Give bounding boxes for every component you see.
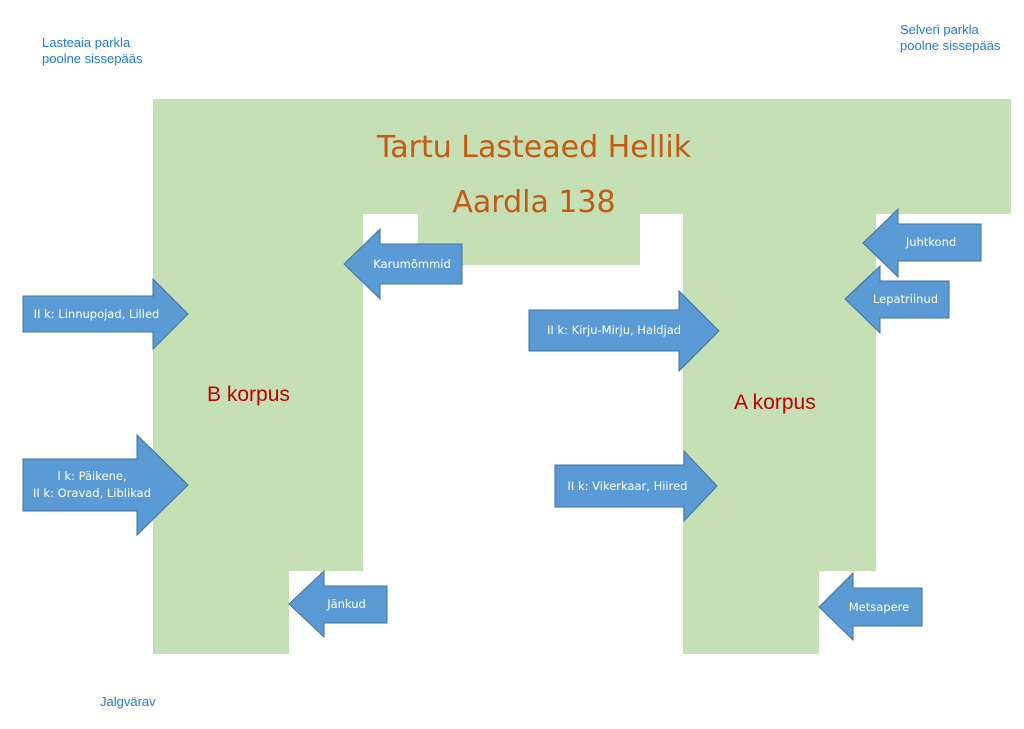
entrance-arrow-jankud (288, 569, 388, 639)
corner-label-jalgvarav: Jalgvärav (100, 694, 156, 709)
building-label-a: A korpus (734, 391, 816, 414)
entrance-label-jankud: Jänkud (327, 597, 366, 611)
map-subtitle-address: Aardla 138 (452, 185, 616, 220)
entrance-label-linnupojad: II k: Linnupojad, Lilled (33, 306, 160, 321)
building-footprint (153, 99, 1011, 654)
entrance-label-vikerkaar: II k: Vikerkaar, Hiired (567, 478, 688, 493)
building-label-b: B korpus (207, 383, 290, 406)
entrance-arrow-vikerkaar (554, 449, 718, 523)
entrance-arrow-metsapere (818, 571, 923, 642)
map-title: Tartu Lasteaed Hellik (376, 130, 692, 165)
entrance-label-lepatriinud: Lepatriinud (872, 292, 939, 306)
entrance-label-kirju-mirju: II k: Kirju-Mirju, Haldjad (546, 323, 682, 337)
entrance-label-juhtkond: Juhtkond (905, 235, 957, 249)
corner-label-selveri-parkla: Selveri parkla poolne sissepääs (900, 22, 1001, 53)
entrance-arrow-juhtkond (862, 207, 982, 279)
entrance-arrow-kirju-mirju (528, 289, 720, 373)
entrance-arrow-linnupojad (22, 277, 189, 351)
entrance-label-metsapere: Metsapere (848, 599, 910, 614)
entrance-label-karumommid: Karumõmmid (373, 256, 451, 271)
corner-label-lasteaia-parkla: Lasteaia parkla poolne sissepääs (42, 35, 143, 66)
entrance-arrow-paikene (22, 433, 189, 537)
entrance-arrow-karumommid (343, 227, 463, 301)
entrance-label-paikene: I k: Päikene, II k: Oravad, Liblikad (32, 469, 151, 500)
entrance-arrow-lepatriinud (844, 264, 950, 335)
